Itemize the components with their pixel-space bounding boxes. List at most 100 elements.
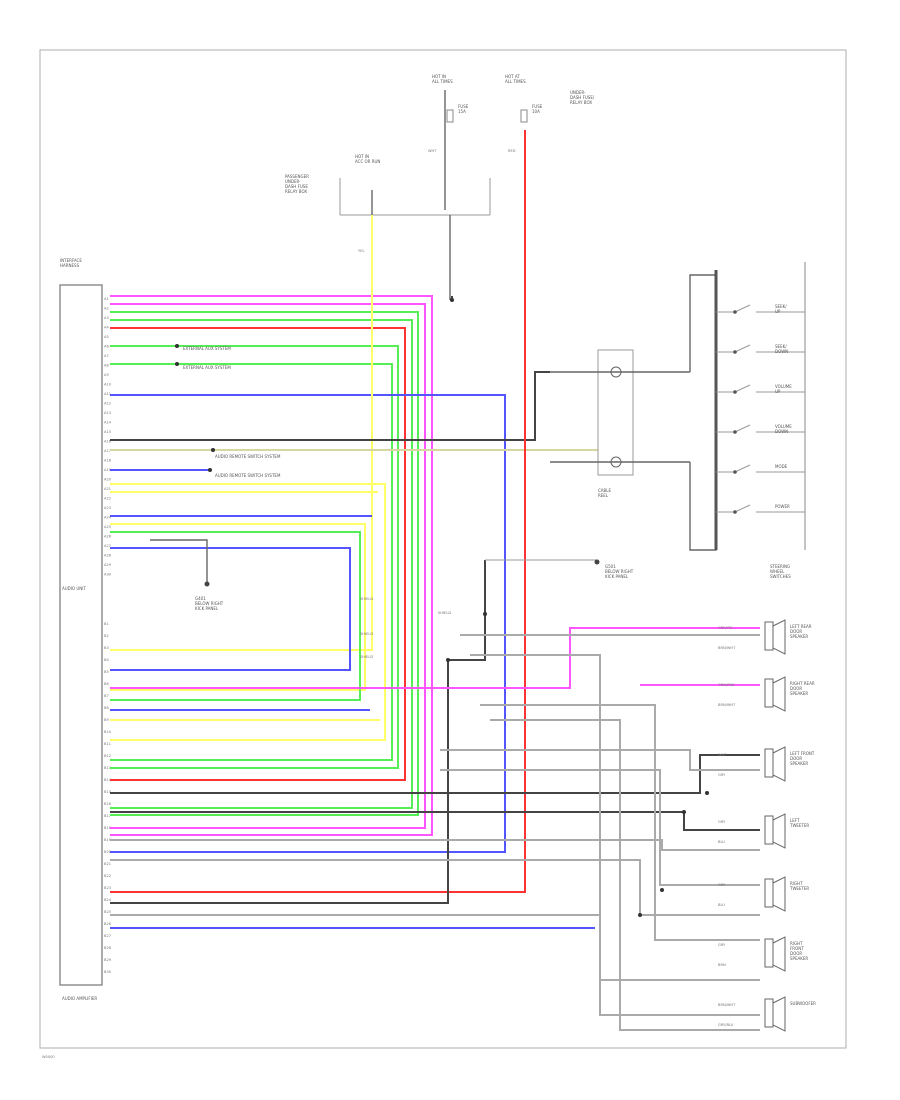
wire-yellow [110, 483, 386, 741]
speaker-icon [772, 746, 786, 782]
remote-system-label-2: AUDIO REMOTE SWITCH SYSTEM [215, 473, 281, 478]
splice-point [660, 888, 664, 892]
pin-label: A24 [104, 516, 112, 520]
wire-green [110, 531, 361, 701]
wire-pink [110, 295, 433, 836]
pin-label: A27 [104, 544, 111, 548]
unit-name: AUDIO UNIT [62, 586, 86, 591]
pin-label: B25 [104, 910, 111, 914]
wire-red-label: RED [508, 149, 516, 153]
wire-green [110, 311, 419, 816]
pin-label: A17 [104, 449, 111, 453]
splice-point [175, 344, 179, 348]
pin-label: B10 [104, 730, 112, 734]
speaker-connector [764, 938, 774, 968]
pin-label: A13 [104, 411, 111, 415]
pin-label: A21 [104, 487, 111, 491]
shield-label-2: SHIELD [360, 632, 373, 636]
switch-contact [716, 344, 805, 353]
audio-unit-body [59, 284, 103, 986]
wire-gray [480, 704, 760, 941]
splice-point [705, 791, 709, 795]
aux-system-label-2: EXTERNAL AUX SYSTEM [183, 365, 231, 370]
speaker-icon [772, 619, 786, 655]
pin-label: A4 [104, 326, 109, 330]
pin-label: B11 [104, 742, 111, 746]
pin-label: B19 [104, 838, 112, 842]
speaker-connector [764, 748, 774, 778]
unit-bottom-label: AUDIO AMPLIFIER [62, 996, 97, 1001]
remote-system-label-1: AUDIO REMOTE SWITCH SYSTEM [215, 454, 281, 459]
pin-label: A18 [104, 459, 112, 463]
pin-label: B4 [104, 658, 109, 662]
switch-label: MODE [775, 464, 788, 469]
splice-point [682, 810, 686, 814]
wire-red [110, 327, 406, 781]
relay-box-label: UNDER-DASH FUSE/RELAY BOX [570, 90, 595, 105]
pin-label: A29 [104, 563, 112, 567]
side-labels: EXTERNAL AUX SYSTEM EXTERNAL AUX SYSTEM … [183, 346, 451, 659]
pin-list-bottom: B1B2B3B4B5B6B7B8B9B10B11B12B13B14B15B16B… [104, 622, 112, 974]
wire-green [110, 319, 413, 809]
pin-label: B26 [104, 922, 112, 926]
pin-label: B22 [104, 874, 111, 878]
pin-label: A23 [104, 506, 111, 510]
pin-label: A12 [104, 402, 111, 406]
speaker-icon [772, 936, 786, 972]
wire-gray [440, 769, 760, 886]
pin-label: A20 [104, 478, 112, 482]
pin-label: B14 [104, 778, 112, 782]
pin-label: A15 [104, 430, 111, 434]
wire-blue [110, 547, 351, 671]
switch-contact [716, 304, 805, 313]
wire-yel-label: YEL [358, 249, 364, 253]
speaker-wire-label: GRY [718, 883, 726, 887]
pin-label: A25 [104, 525, 111, 529]
pin-label: B21 [104, 862, 111, 866]
speaker-connector [764, 621, 774, 651]
switch-label: SEEK/UP [775, 304, 787, 314]
splice-point [446, 658, 450, 662]
pin-label: A11 [104, 392, 111, 396]
speaker-wire-label: BRN/WHT [718, 703, 736, 707]
wire-gray [490, 719, 760, 1031]
pin-label: B9 [104, 718, 109, 722]
wire-harness [110, 130, 760, 1031]
pin-label: B20 [104, 850, 112, 854]
speaker-wire-label: GRY [718, 820, 726, 824]
speaker-label: SUBWOOFER [790, 1001, 816, 1006]
cable-reel [597, 349, 634, 476]
switch-contact [716, 504, 805, 513]
wire-black [448, 560, 486, 661]
pin-label: A9 [104, 373, 109, 377]
wire-wht-label: WHT [428, 149, 437, 153]
pin-label: A3 [104, 316, 109, 320]
speaker-wire-label: GRY [718, 773, 726, 777]
speaker-connector [764, 815, 774, 845]
pin-label: A1 [104, 297, 109, 301]
pin-label: B3 [104, 646, 109, 650]
splice-point [483, 612, 487, 616]
ground-icon [204, 581, 210, 587]
wire-gray [110, 859, 760, 916]
wire-red [110, 130, 526, 893]
pin-label: B7 [104, 694, 109, 698]
pin-label: B12 [104, 754, 111, 758]
pin-label: B17 [104, 814, 111, 818]
splice-point [638, 913, 642, 917]
